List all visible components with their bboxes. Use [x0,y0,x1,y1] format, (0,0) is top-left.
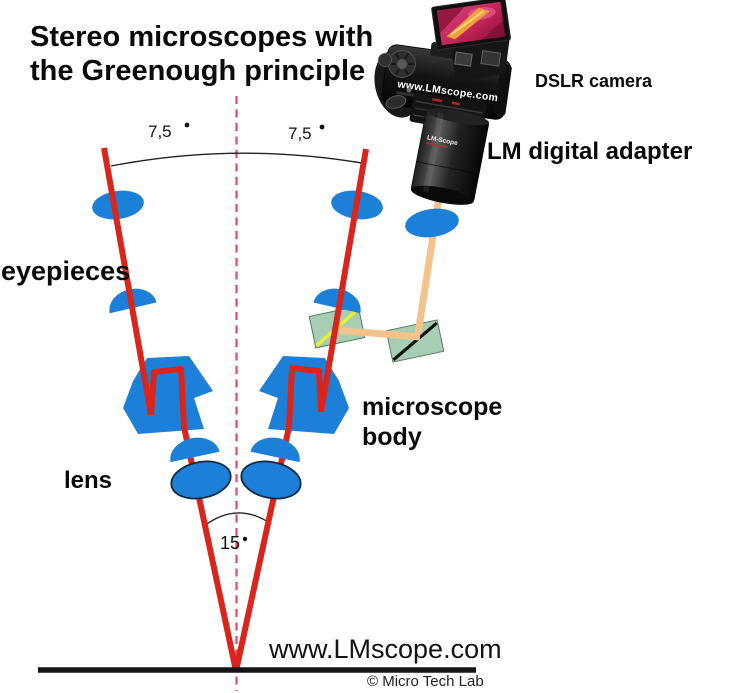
optical-path-right-upper [318,148,369,413]
camera-mode-dial [388,50,416,78]
label-microscope-body-line2: body [362,423,422,451]
label-lm-digital-adapter: LM digital adapter [487,138,693,165]
label-lens: lens [64,467,113,494]
degree-dot-right [319,124,325,130]
angle-label-right: 7,5° [288,124,319,144]
eyepiece-angle-arc [110,152,363,167]
website-text: www.LMscope.com [269,634,502,664]
camera-flip-screen [431,0,511,51]
half-lens-right-lower [250,437,300,463]
angle-label-convergence: 15° [220,533,247,554]
objective-lens-right [240,460,302,500]
degree-dot-bottom [242,536,248,542]
optical-path-left-upper [101,147,154,416]
degree-dot-left [184,122,190,128]
camera-screen-hinge [450,36,510,82]
half-lens-left-lower [170,437,220,463]
camera-relay-lens [405,208,459,238]
copyright-text: © Micro Tech Lab [367,673,484,690]
lm-adapter-tube: LM-Scope [410,108,490,205]
label-eyepieces: eyepieces [1,256,131,286]
angle-left-value: 7,5 [148,122,172,141]
title-line1: Stereo microscopes with [30,21,374,53]
camera-beam-horizontal [335,326,421,341]
optical-path-right-lower [233,365,324,672]
angle-right-value: 7,5 [288,124,312,143]
title-line2: the Greenough principle [30,55,366,87]
objective-lens-left [170,460,232,500]
label-microscope-body: microscope body [362,392,502,452]
splitter-black-diagonal [392,321,438,362]
convergence-angle-arc [203,512,269,527]
beam-splitter-right [385,319,445,363]
optical-path-left-lower [148,366,239,672]
angle-convergence-value: 15 [220,533,241,553]
label-dslr-camera: DSLR camera [535,71,653,91]
angle-label-left: 7,5° [148,122,179,142]
label-microscope-body-line1: microscope [362,393,503,421]
eyepiece-lens-left [92,190,144,220]
dslr-camera-photo: www.LMscope.com [374,0,512,205]
page-title: Stereo microscopes with the Greenough pr… [30,20,373,88]
